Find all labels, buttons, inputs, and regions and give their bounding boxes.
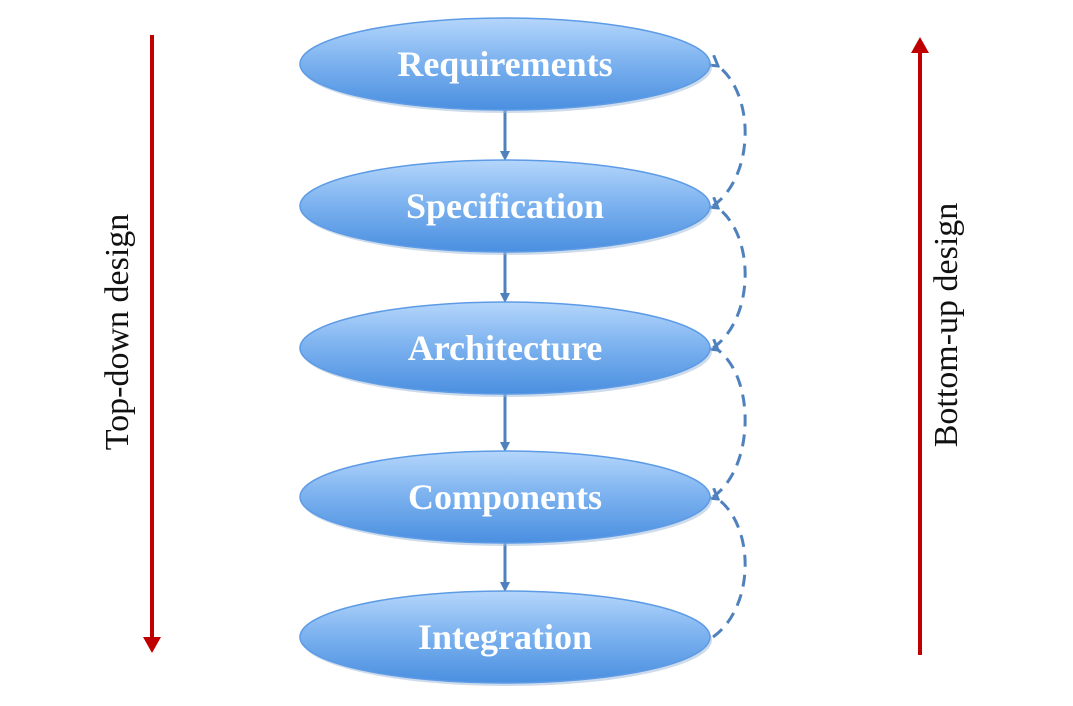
stage-label: Architecture: [408, 328, 603, 368]
stage-label: Specification: [406, 186, 604, 226]
stage-requirements: [299, 17, 711, 111]
feedback-arrow: [713, 66, 747, 208]
feedback-arrow: [713, 208, 747, 350]
feedback-arrow: [713, 499, 747, 639]
stage-integration: [299, 590, 711, 684]
stage-label: Requirements: [397, 44, 612, 84]
feedback-arrow: [713, 350, 747, 499]
stage-label: Integration: [418, 617, 592, 657]
stage-specification: [299, 159, 711, 253]
stage-flow: RequirementsSpecificationArchitectureCom…: [299, 17, 747, 686]
stage-label: Components: [408, 477, 602, 517]
bottom-up-label: Bottom-up design: [928, 203, 965, 448]
top-down-label: Top-down design: [99, 214, 136, 451]
stage-components: [299, 450, 711, 544]
stage-architecture: [299, 301, 711, 395]
